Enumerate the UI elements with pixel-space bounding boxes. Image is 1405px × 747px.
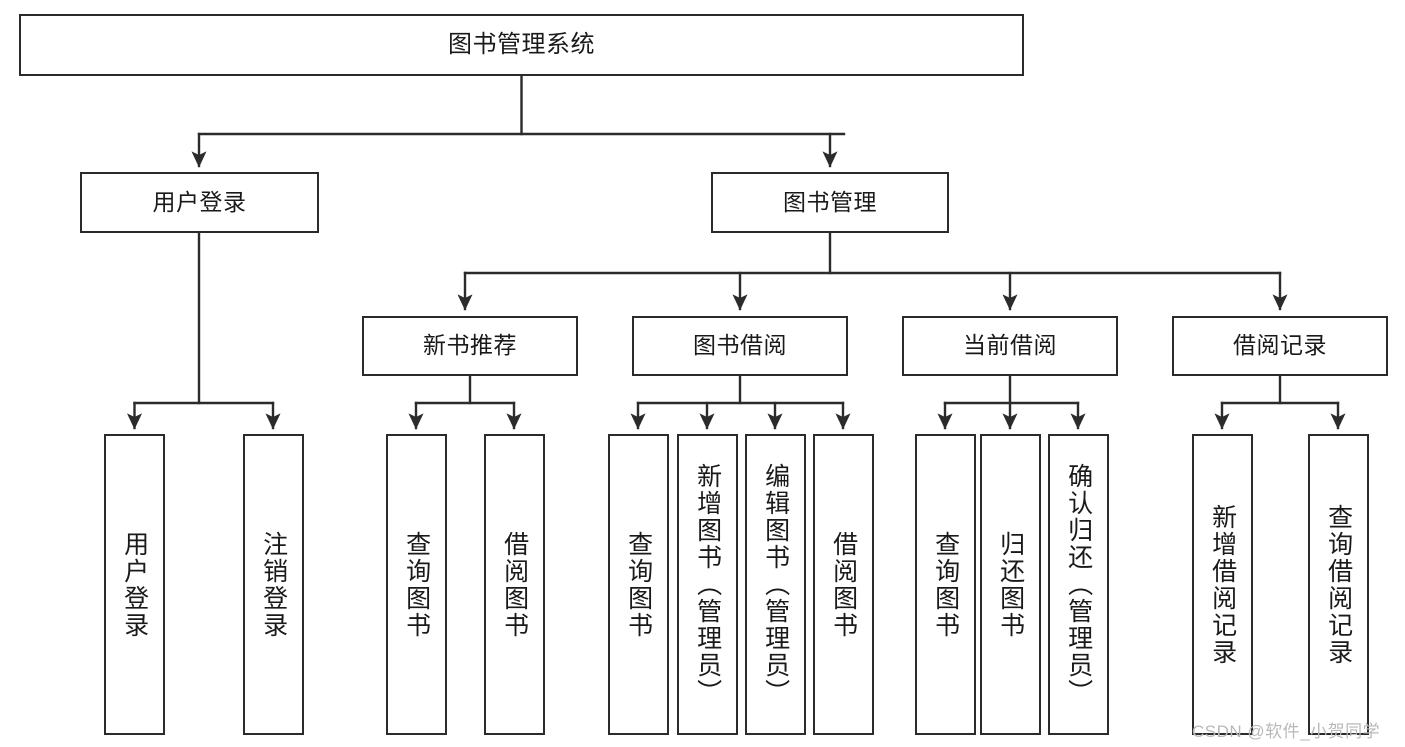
- node-leaf-logout-login-label: 注销登录: [259, 530, 288, 639]
- node-new-book-recommend[interactable]: 新书推荐: [362, 316, 578, 376]
- node-leaf-query-book-2[interactable]: 查询图书: [608, 434, 669, 735]
- node-leaf-query-book-2-label: 查询图书: [624, 530, 653, 639]
- node-current-borrow[interactable]: 当前借阅: [902, 316, 1118, 376]
- node-leaf-confirm-return-label: 确认归还（管理员）: [1064, 463, 1093, 706]
- node-leaf-logout-login[interactable]: 注销登录: [243, 434, 304, 735]
- node-book-management-label: 图书管理: [783, 188, 877, 215]
- node-root[interactable]: 图书管理系统: [19, 14, 1024, 76]
- node-book-borrow-label: 图书借阅: [693, 332, 787, 359]
- node-leaf-add-record-label: 新增借阅记录: [1208, 503, 1237, 666]
- node-leaf-query-record-label: 查询借阅记录: [1324, 503, 1353, 666]
- node-leaf-query-record[interactable]: 查询借阅记录: [1308, 434, 1369, 735]
- node-leaf-query-book-3[interactable]: 查询图书: [915, 434, 976, 735]
- node-leaf-user-login[interactable]: 用户登录: [104, 434, 165, 735]
- node-user-login[interactable]: 用户登录: [80, 172, 319, 233]
- node-leaf-borrow-book-2-label: 借阅图书: [829, 530, 858, 639]
- node-leaf-add-record[interactable]: 新增借阅记录: [1192, 434, 1253, 735]
- node-leaf-query-book-1-label: 查询图书: [402, 530, 431, 639]
- node-leaf-return-book[interactable]: 归还图书: [980, 434, 1041, 735]
- node-borrow-record-label: 借阅记录: [1233, 332, 1327, 359]
- node-leaf-query-book-3-label: 查询图书: [931, 530, 960, 639]
- node-leaf-user-login-label: 用户登录: [120, 530, 149, 639]
- node-borrow-record[interactable]: 借阅记录: [1172, 316, 1388, 376]
- csdn-watermark: CSDN @软件_小贺同学: [1192, 722, 1381, 741]
- node-leaf-add-book[interactable]: 新增图书（管理员）: [677, 434, 738, 735]
- node-leaf-borrow-book-1-label: 借阅图书: [500, 530, 529, 639]
- node-book-borrow[interactable]: 图书借阅: [632, 316, 848, 376]
- node-leaf-borrow-book-1[interactable]: 借阅图书: [484, 434, 545, 735]
- node-current-borrow-label: 当前借阅: [963, 332, 1057, 359]
- node-leaf-confirm-return[interactable]: 确认归还（管理员）: [1048, 434, 1109, 735]
- node-leaf-edit-book[interactable]: 编辑图书（管理员）: [745, 434, 806, 735]
- node-leaf-edit-book-label: 编辑图书（管理员）: [761, 463, 790, 706]
- node-book-management[interactable]: 图书管理: [711, 172, 949, 233]
- node-user-login-label: 用户登录: [152, 188, 247, 215]
- node-new-book-recommend-label: 新书推荐: [423, 332, 517, 359]
- node-root-label: 图书管理系统: [448, 30, 595, 58]
- node-leaf-add-book-label: 新增图书（管理员）: [693, 463, 722, 706]
- node-leaf-return-book-label: 归还图书: [996, 530, 1025, 639]
- node-leaf-query-book-1[interactable]: 查询图书: [386, 434, 447, 735]
- node-leaf-borrow-book-2[interactable]: 借阅图书: [813, 434, 874, 735]
